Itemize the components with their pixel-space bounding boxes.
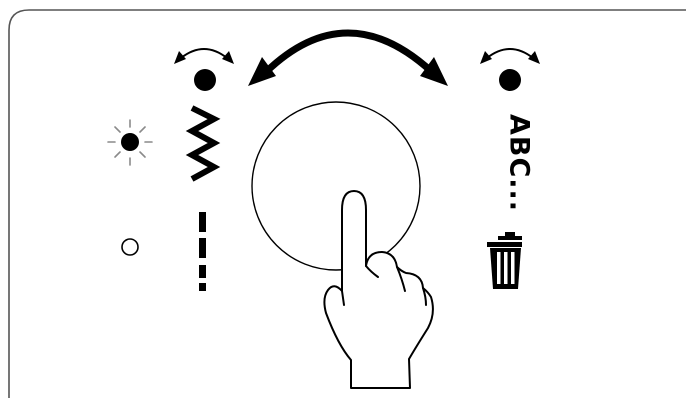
- double-headed-curved-arrow-icon: [248, 33, 448, 86]
- indicator-light-off-icon: [122, 239, 138, 255]
- trash-can-icon: [487, 232, 522, 289]
- right-dot: [499, 69, 521, 91]
- dashed-line-icon: [199, 212, 206, 291]
- selector-dial: [252, 102, 420, 270]
- left-rotate-arrows-icon: [174, 49, 234, 64]
- indicator-light-on-icon: [108, 120, 152, 165]
- zigzag-stitch-icon: [192, 108, 214, 179]
- abc-label: ABC...: [504, 114, 535, 212]
- left-dot: [194, 69, 216, 91]
- right-rotate-arrows-icon: [480, 49, 540, 64]
